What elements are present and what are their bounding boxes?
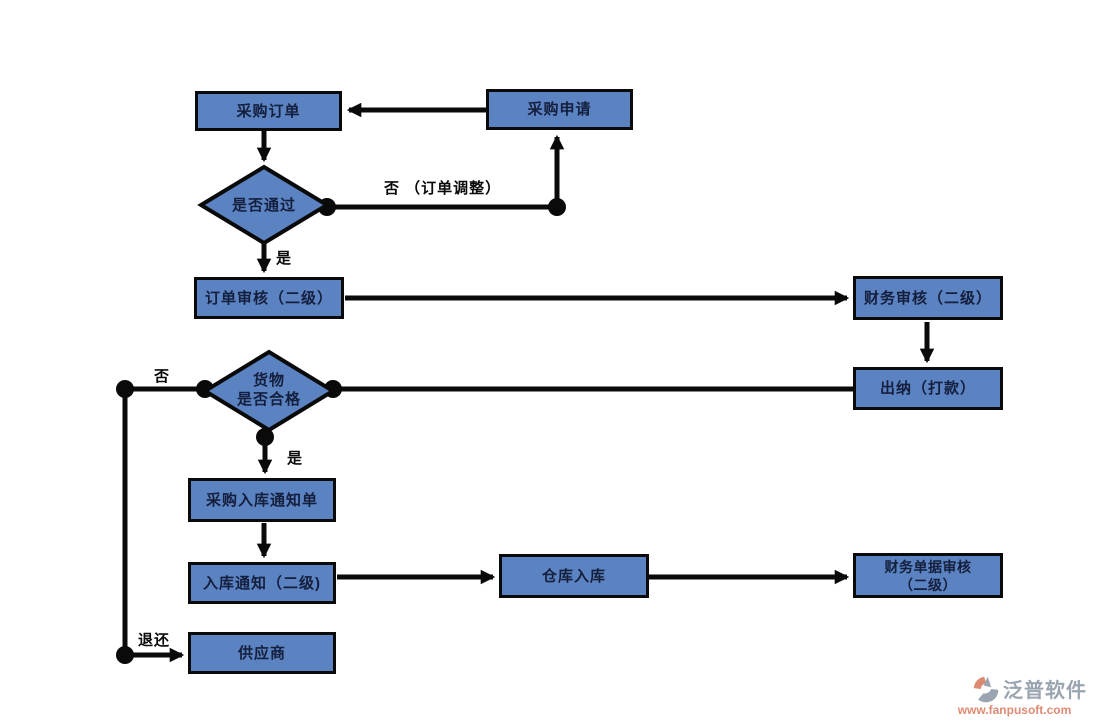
node-label: 出纳（打款）	[879, 380, 976, 397]
junction-dot	[548, 198, 566, 216]
node-label: 采购订单	[236, 102, 301, 120]
node-label-line2: （二级）	[899, 576, 957, 593]
decision-label-line2: 是否合格	[236, 391, 301, 408]
edge-label-yes-goods: 是	[287, 450, 304, 467]
node-label: 订单审核（二级）	[204, 289, 333, 307]
node-inbound-notice: 入库通知（二级)	[188, 562, 336, 604]
edge-label-return: 退还	[138, 632, 171, 649]
decision-pass-shape	[197, 164, 331, 246]
decision-label-line1: 货物	[252, 372, 285, 389]
edge-label-yes-pass: 是	[276, 250, 293, 267]
node-purchase-request: 采购申请	[486, 89, 633, 130]
watermark-url: www.fanpusoft.com	[957, 703, 1072, 717]
fanpu-logo-icon	[973, 676, 999, 702]
junction-dot	[116, 646, 134, 664]
node-label-line1: 财务单据审核	[884, 558, 972, 575]
node-label: 仓库入库	[541, 567, 606, 585]
node-finance-doc-review: 财务单据审核 （二级）	[853, 553, 1003, 598]
node-label: 采购入库通知单	[205, 491, 318, 509]
decision-label-text: 是否通过	[231, 197, 296, 214]
edge-label-no-goods: 否	[154, 368, 171, 385]
edge-goods-no-rail	[122, 386, 205, 655]
decision-goods-shape	[201, 349, 337, 433]
node-order-review: 订单审核（二级）	[194, 277, 344, 319]
node-label: 供应商	[237, 644, 286, 662]
watermark: 泛普软件 www.fanpusoft.com	[942, 674, 1087, 717]
watermark-brand: 泛普软件	[1003, 680, 1087, 702]
node-warehouse-in: 仓库入库	[499, 554, 649, 598]
node-supplier: 供应商	[188, 632, 336, 674]
decision-pass-label: 是否通过	[199, 196, 329, 215]
node-label: 财务审核（二级）	[863, 289, 992, 307]
decision-goods-label: 货物 是否合格	[204, 371, 334, 409]
node-finance-review: 财务审核（二级）	[853, 276, 1003, 320]
node-purchase-order: 采购订单	[195, 91, 342, 131]
node-label: 采购申请	[527, 101, 592, 118]
node-cashier: 出纳（打款）	[853, 367, 1003, 410]
node-label: 入库通知（二级)	[203, 574, 321, 592]
node-purchase-inbound-notice: 采购入库通知单	[188, 478, 336, 522]
junction-dot	[256, 428, 274, 446]
edge-label-no-order-adjust: 否 （订单调整）	[384, 180, 502, 197]
junction-dot	[116, 380, 134, 398]
